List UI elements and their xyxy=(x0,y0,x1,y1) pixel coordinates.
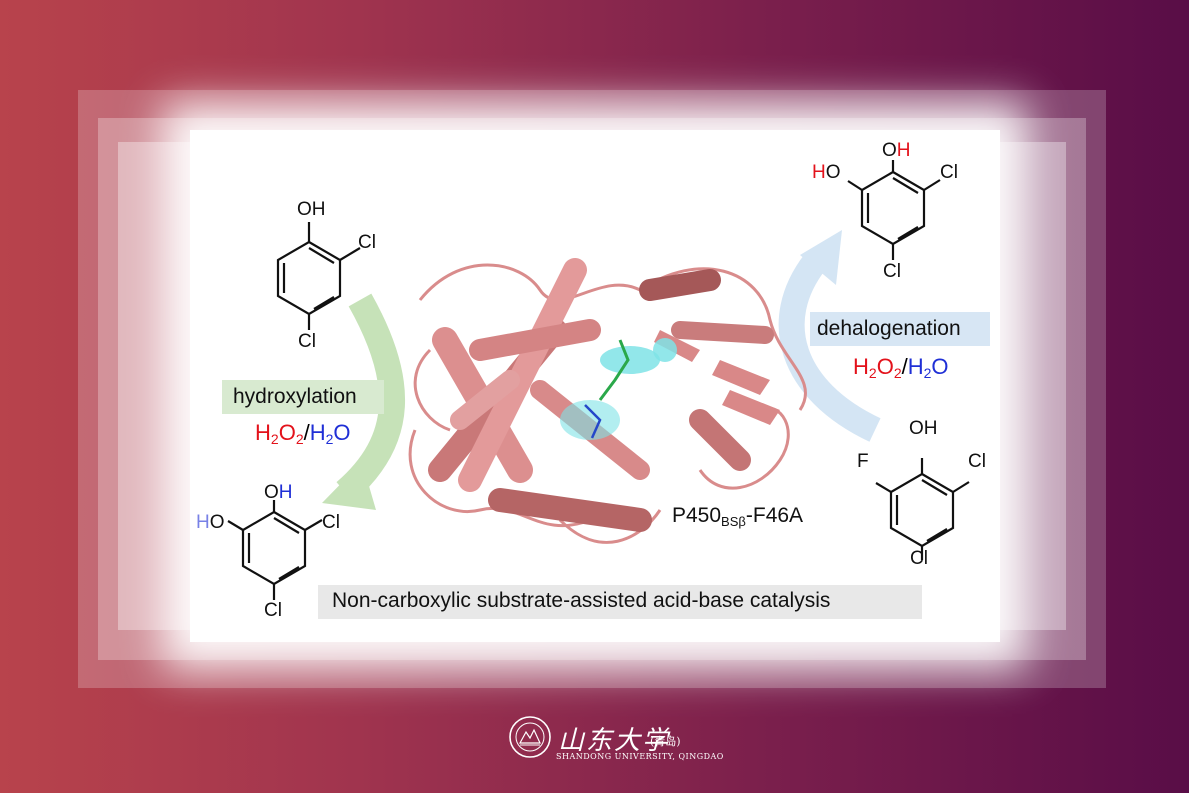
tr-h-o: HO xyxy=(812,162,841,183)
logo-english: SHANDONG UNIVERSITY, QINGDAO xyxy=(556,752,724,761)
right-reagent: H2O2/H2O xyxy=(853,354,949,381)
dehalogenation-arrow xyxy=(778,254,881,442)
bl-cl-1: Cl xyxy=(322,512,340,533)
hydroxylation-box xyxy=(222,380,384,414)
bl-o-h: OH xyxy=(264,482,293,503)
tl-oh: OH xyxy=(297,199,326,220)
dehalogenation-arrowhead xyxy=(800,230,842,285)
tr-cl-2: Cl xyxy=(883,261,901,282)
caption-box xyxy=(318,585,922,619)
tl-cl-2: Cl xyxy=(298,331,316,352)
enzyme-label: P450BSβ-F46A xyxy=(672,504,804,529)
molecule-top-left xyxy=(276,222,361,330)
left-reagent: H2O2/H2O xyxy=(255,420,351,447)
bl-cl-2: Cl xyxy=(264,600,282,621)
protein-structure xyxy=(408,258,807,544)
hydroxylation-label: hydroxylation xyxy=(233,385,357,408)
dehalogenation-label: dehalogenation xyxy=(817,317,961,340)
br-cl-1: Cl xyxy=(968,451,986,472)
molecule-bottom-left xyxy=(227,500,323,600)
bl-h-o: HO xyxy=(196,512,225,533)
tr-o-h: OH xyxy=(882,140,911,161)
tr-cl-1: Cl xyxy=(940,162,958,183)
logo-city: (青岛) xyxy=(650,735,681,748)
caption: Non-carboxylic substrate-assisted acid-b… xyxy=(332,589,831,612)
logo-chinese: 山东大学 xyxy=(558,726,671,756)
hydroxylation-arrowhead xyxy=(322,462,376,510)
br-cl-2: Cl xyxy=(910,548,928,569)
tl-cl-1: Cl xyxy=(358,232,376,253)
molecule-bottom-right xyxy=(875,458,970,560)
br-oh: OH xyxy=(909,418,938,439)
university-seal-icon xyxy=(509,716,551,758)
dehalogenation-box xyxy=(810,312,990,346)
molecule-top-right xyxy=(847,160,941,260)
br-f: F xyxy=(857,451,869,472)
